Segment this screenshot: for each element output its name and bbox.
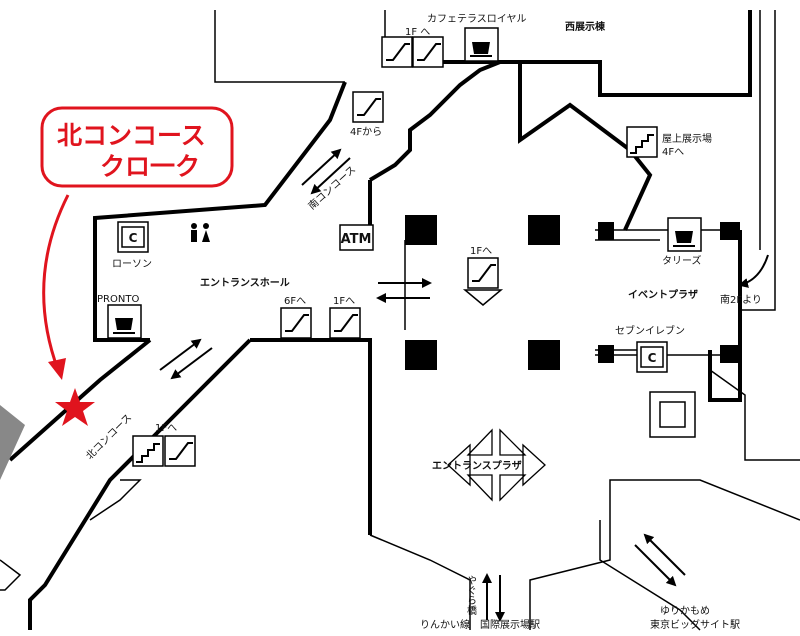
pillars [405,215,740,370]
pillar [405,340,437,370]
escalator-icon [352,91,384,123]
label-entrance-hall: エントランスホール [200,277,290,289]
escalator-icon [329,307,361,339]
label-pronto: PRONTO [97,294,139,305]
label-cafe-royal: カフェテラスロイヤル [427,13,527,25]
label-west-hall: 西展示棟 [565,20,606,33]
atm-label: ATM [341,232,372,247]
pillar [598,222,614,240]
pillar [720,222,740,240]
coin-locker-letter: C [129,231,138,245]
arrow-left-icon [447,443,471,487]
label-from-south-2f: 南2Fより [720,293,762,306]
pillar [528,340,560,370]
pillar [598,345,614,363]
arrow-down-icon [466,474,493,502]
pillar [405,215,437,245]
escalator-icon [381,36,413,68]
square-landmark [649,391,696,438]
label-yurikamome: ゆりかもめ [660,605,710,617]
label-big-sight-station: 東京ビッグサイト駅 [650,618,740,631]
walls [0,10,800,631]
label-entrance-plaza: エントランスプラザ [432,459,522,472]
yagura-text: やぐら橋 [465,575,477,616]
arrow-up-icon [499,428,527,456]
label-tullys: タリーズ [662,254,702,267]
cafe-icon [667,217,702,252]
arrow-down-icon [499,474,527,502]
escalator-down-icon [462,257,504,306]
label-yagura-bridge: やぐら橋 [465,575,477,616]
plaza-arrows [447,428,546,502]
label-to-1f-bottom: 1Fへ [155,423,177,434]
stairs-icon [626,126,658,158]
label-rooftop: 屋上展示場 [662,132,712,145]
pillar [528,215,560,245]
label-event-plaza: イベントプラザ [628,288,698,301]
location-star-icon [55,388,95,426]
arrow-up-icon [466,428,493,456]
atm-icon: ATM [339,224,374,251]
label-south-concourse: 南コンコース [305,163,358,212]
label-to-1f-top: 1F へ [405,27,430,38]
coin-locker-icon: C [117,221,149,253]
label-rinkai-line: りんかい線 [420,618,470,631]
label-to-1f-mid: 1Fへ [333,296,355,307]
label-lawson: ローソン [112,259,152,270]
north-concourse-cloakroom-callout: 北コンコース クロ一ク [40,106,234,426]
label-seven-eleven: セブンイレブン [615,324,685,337]
label-north-concourse: 北コンコース [84,412,135,463]
callout-line-2: クロ一ク [100,152,200,181]
cafe-icon [107,304,142,339]
escalator-icon [280,307,312,339]
arrow-right-icon [522,443,546,487]
conv-store-letter: C [648,351,657,365]
labels: カフェテラスロイヤル 西展示棟 1F へ 4Fから 南コンコース 屋上展示場 4… [84,13,762,631]
stairs-icon [132,435,164,467]
restroom-icon [191,223,210,242]
label-to-1f-center: 1Fへ [470,246,492,257]
label-to-6f: 6Fへ [284,296,306,307]
escalator-icon [412,36,444,68]
label-to-4f: 4Fへ [662,147,684,158]
pillar [720,345,740,363]
cafe-icon [464,27,499,62]
flow-arrows [159,148,769,622]
escalator-icon [164,435,196,467]
label-from-4f: 4Fから [350,126,382,138]
label-kokusai-station: 国際展示場駅 [480,618,540,631]
convenience-store-icon: C [636,341,668,373]
callout-line-1: 北コンコース [57,121,206,150]
